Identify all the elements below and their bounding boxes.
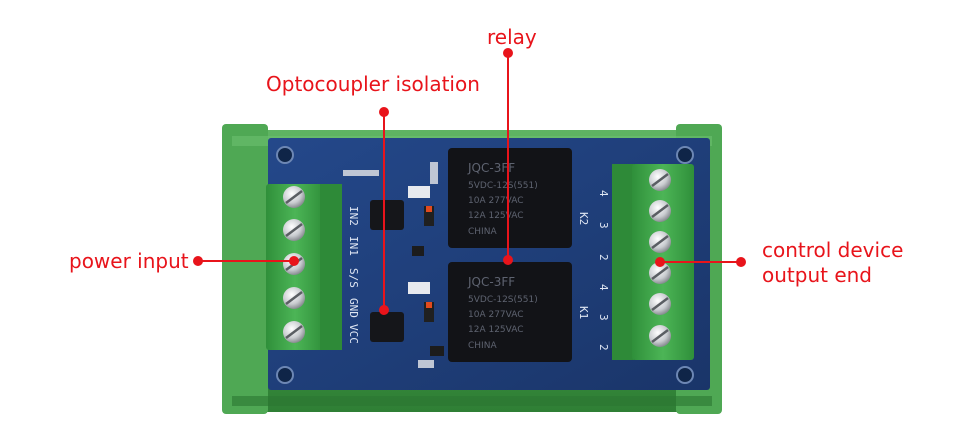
pin-number-bottom-2: 2 xyxy=(597,344,610,351)
relay-k1: JQC-3FF 5VDC-12S(551) 10A 277VAC 12A 125… xyxy=(448,262,572,362)
callout-optocoupler-label: Optocoupler isolation xyxy=(266,72,480,96)
left-terminal-block: IN2 IN1 S/S GND VCC xyxy=(266,184,360,350)
callout-control-output-label-line2: output end xyxy=(762,263,872,287)
leader-control-output xyxy=(655,257,746,267)
relay-id-k1: K1 xyxy=(577,306,590,319)
terminal-label-gnd: GND xyxy=(347,298,360,318)
terminal-label-ss: S/S xyxy=(347,268,360,288)
relay-k2: JQC-3FF 5VDC-12S(551) 10A 277VAC 12A 125… xyxy=(448,148,572,248)
callout-relay-label: relay xyxy=(487,25,537,49)
pin-number-top-2: 2 xyxy=(597,254,610,261)
terminal-label-in2: IN2 xyxy=(347,206,360,226)
leader-optocoupler xyxy=(379,107,389,315)
left-terminal-screws xyxy=(283,186,305,343)
leader-relay xyxy=(503,48,513,265)
svg-text:CHINA: CHINA xyxy=(468,227,497,237)
terminal-label-in1: IN1 xyxy=(347,236,360,256)
svg-text:10A 277VAC: 10A 277VAC xyxy=(468,196,524,206)
callout-leaders xyxy=(193,48,746,315)
pin-number-top-4: 4 xyxy=(597,190,610,197)
svg-text:12A 125VAC: 12A 125VAC xyxy=(468,211,524,221)
terminal-label-vcc: VCC xyxy=(347,324,360,344)
svg-text:JQC-3FF: JQC-3FF xyxy=(467,275,515,289)
svg-text:10A 277VAC: 10A 277VAC xyxy=(468,310,524,320)
leader-power-input xyxy=(193,256,299,266)
pin-number-bottom-3: 3 xyxy=(597,314,610,321)
callout-control-output-label-line1: control device xyxy=(762,238,904,262)
relay-id-k2: K2 xyxy=(577,212,590,225)
svg-text:CHINA: CHINA xyxy=(468,341,497,351)
svg-text:JQC-3FF: JQC-3FF xyxy=(467,161,515,175)
optocoupler-chips xyxy=(370,186,444,356)
pin-number-bottom-4: 4 xyxy=(597,284,610,291)
svg-text:5VDC-12S(551): 5VDC-12S(551) xyxy=(468,295,538,305)
svg-text:5VDC-12S(551): 5VDC-12S(551) xyxy=(468,181,538,191)
pin-number-top-3: 3 xyxy=(597,222,610,229)
callout-power-input-label: power input xyxy=(69,249,189,273)
svg-text:12A 125VAC: 12A 125VAC xyxy=(468,325,524,335)
right-terminal-screws xyxy=(649,169,671,347)
